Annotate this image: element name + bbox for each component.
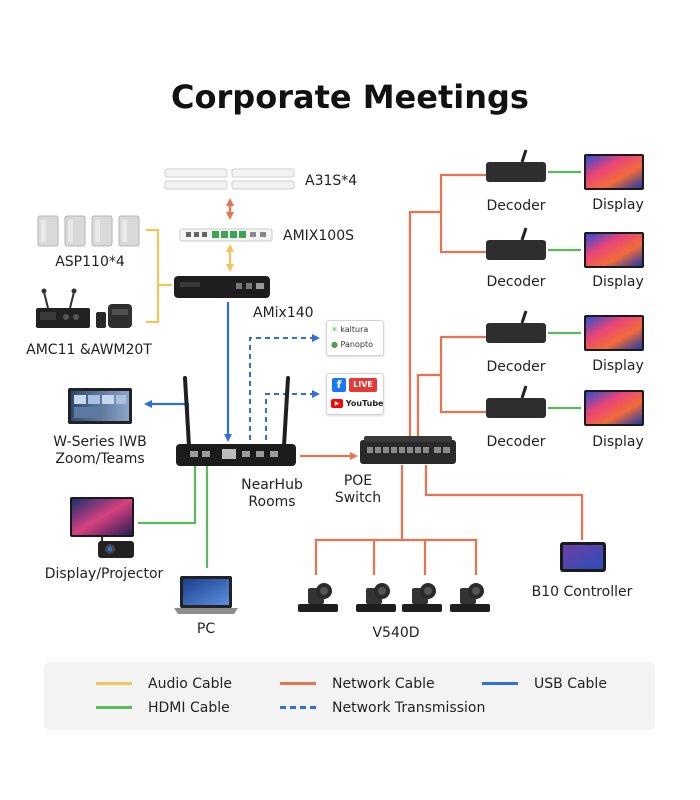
audio-cables xyxy=(146,228,234,324)
legend-network-swatch xyxy=(280,681,316,685)
legend-audio: Audio Cable xyxy=(96,676,232,693)
facebook-icon: f xyxy=(332,378,346,392)
hdmi-cables xyxy=(138,465,209,568)
poe-switch-device xyxy=(360,436,456,464)
facebook-youtube-box: f LIVE ▶ YouTube xyxy=(326,373,384,415)
legend-hdmi: HDMI Cable xyxy=(96,700,230,717)
legend-hdmi-swatch xyxy=(96,705,132,709)
nearhub-device xyxy=(176,376,296,466)
youtube-label: YouTube xyxy=(345,399,384,408)
legend-network: Network Cable xyxy=(280,676,435,693)
legend-network-transmission-label: Network Transmission xyxy=(332,700,486,716)
pc-device xyxy=(174,576,238,614)
label-iwb-line1: W-Series IWB xyxy=(53,434,147,450)
label-decoder-3: Decoder xyxy=(486,359,546,375)
legend-hdmi-label: HDMI Cable xyxy=(148,700,230,716)
label-poe-switch: POE Switch xyxy=(326,473,390,507)
label-nearhub-line1: NearHub xyxy=(241,477,303,493)
live-badge: LIVE xyxy=(349,378,377,392)
legend-usb-swatch xyxy=(482,681,518,685)
label-display-projector: Display/Projector xyxy=(44,566,164,582)
amix100s-device xyxy=(179,228,273,242)
v540d-cameras xyxy=(298,583,490,612)
legend-usb-label: USB Cable xyxy=(534,676,607,692)
legend-usb: USB Cable xyxy=(482,676,607,693)
legend-network-transmission: Network Transmission xyxy=(280,700,485,717)
label-nearhub: NearHub Rooms xyxy=(232,477,312,511)
label-iwb: W-Series IWB Zoom/Teams xyxy=(40,434,160,468)
network-cables xyxy=(300,173,584,575)
legend-audio-swatch xyxy=(96,681,132,685)
youtube-icon: ▶ xyxy=(331,399,343,408)
label-poe-line1: POE xyxy=(343,473,373,489)
label-asp110: ASP110*4 xyxy=(55,254,125,270)
label-display-4: Display xyxy=(592,434,644,450)
asp110-speakers xyxy=(37,215,140,247)
legend-network-label: Network Cable xyxy=(332,676,435,692)
youtube-logo: ▶ YouTube xyxy=(331,398,383,410)
network-transmission-lines xyxy=(249,334,320,440)
amc11-device xyxy=(36,288,132,328)
label-decoder-1: Decoder xyxy=(486,198,546,214)
amix140-device xyxy=(174,276,270,298)
panopto-icon: ● xyxy=(331,340,338,349)
legend: Audio Cable Network Cable USB Cable HDMI… xyxy=(44,662,655,730)
label-display-2: Display xyxy=(592,274,644,290)
label-a31s: A31S*4 xyxy=(305,173,358,189)
label-v540d: V540D xyxy=(372,625,420,641)
decoder-devices xyxy=(486,149,546,418)
label-nearhub-line2: Rooms xyxy=(248,494,296,510)
label-amc11: AMC11 &AWM20T xyxy=(26,342,152,358)
kaltura-label: kaltura xyxy=(340,325,369,334)
label-pc: PC xyxy=(196,621,216,637)
panopto-label: Panopto xyxy=(340,340,373,349)
legend-network-transmission-swatch xyxy=(280,705,316,709)
label-amix100s: AMIX100S xyxy=(283,228,354,244)
display-projector-device xyxy=(70,497,134,558)
label-decoder-4: Decoder xyxy=(486,434,546,450)
label-display-1: Display xyxy=(592,197,644,213)
label-amix140: AMix140 xyxy=(253,305,314,321)
label-decoder-2: Decoder xyxy=(486,274,546,290)
a31s-panels xyxy=(164,168,295,190)
label-iwb-line2: Zoom/Teams xyxy=(55,451,145,467)
label-b10: B10 Controller xyxy=(531,584,633,600)
iwb-device xyxy=(68,388,132,424)
label-poe-line2: Switch xyxy=(334,490,382,506)
kaltura-icon: ✳ xyxy=(331,325,338,334)
legend-audio-label: Audio Cable xyxy=(148,676,232,692)
b10-controller-device xyxy=(560,542,606,572)
page-title: Corporate Meetings xyxy=(171,78,529,116)
display-devices xyxy=(584,154,644,426)
kaltura-panopto-box: ✳ kaltura ● Panopto xyxy=(326,320,384,356)
label-display-3: Display xyxy=(592,358,644,374)
hdmi-decoder-display xyxy=(548,170,581,410)
